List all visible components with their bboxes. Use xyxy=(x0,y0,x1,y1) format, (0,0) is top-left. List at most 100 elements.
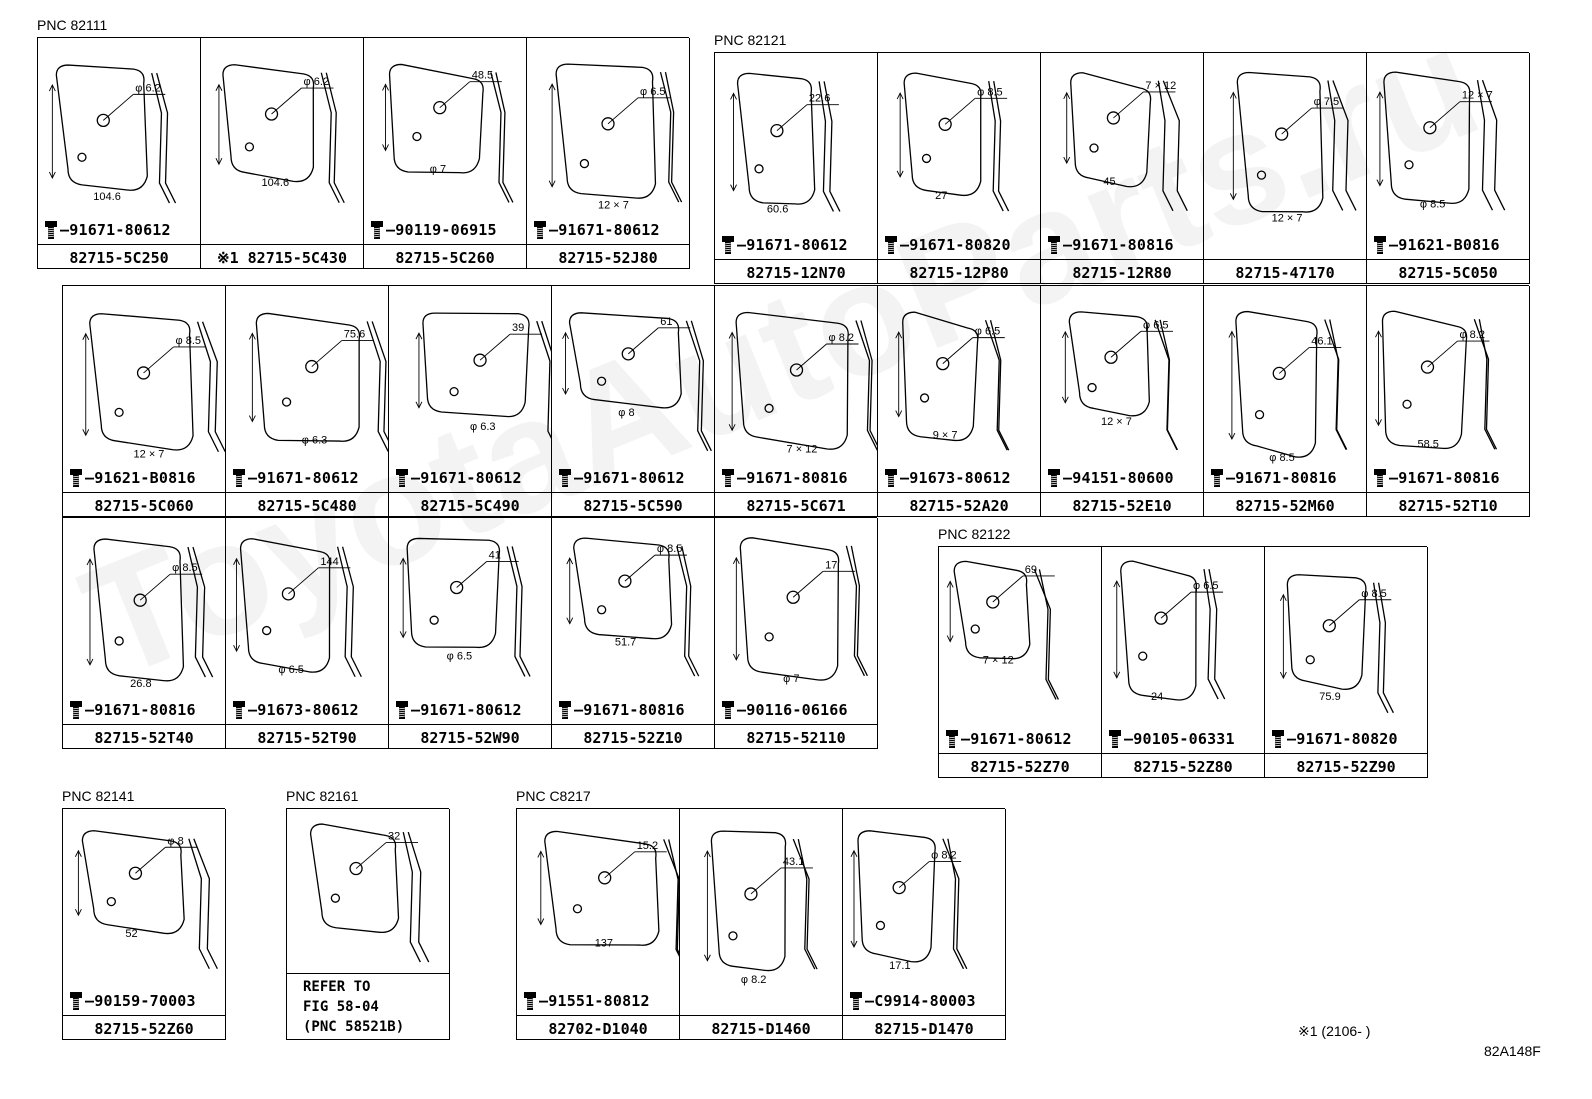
bolt-callout: —91671-80612 xyxy=(395,700,522,720)
bolt-part-number: 91671-80612 xyxy=(970,730,1072,748)
dimension-label: 27 xyxy=(935,190,947,202)
bolt-part-number: C9914-80003 xyxy=(874,992,976,1010)
bracket-outline xyxy=(1235,310,1318,458)
part-number[interactable]: 82715-52110 xyxy=(715,724,877,750)
bracket-outline xyxy=(239,538,331,673)
bolt-callout: —90119-06915 xyxy=(370,220,497,240)
part-number[interactable]: 82715-52Z60 xyxy=(63,1015,225,1041)
bolt-callout: —91671-80816 xyxy=(558,700,685,720)
part-number[interactable]: 82715-12R80 xyxy=(1041,259,1203,285)
dimension-label: 22.6 xyxy=(809,93,830,105)
part-number[interactable]: 82715-52W90 xyxy=(389,724,551,750)
part-number[interactable]: 82715-5C060 xyxy=(63,492,225,518)
part-number[interactable]: 82715-52M60 xyxy=(1204,492,1366,518)
dimension-label: 12 × 7 xyxy=(1462,90,1493,102)
part-number[interactable]: 82715-5C671 xyxy=(715,492,877,518)
part-number[interactable]: 82715-12P80 xyxy=(878,259,1040,285)
bolt-callout: —90105-06331 xyxy=(1108,729,1235,749)
part-number[interactable]: 82715-D1470 xyxy=(843,1015,1005,1041)
part-sketch: 43.1φ 8.2 xyxy=(703,830,818,986)
bolt-icon xyxy=(45,221,57,239)
part-number[interactable]: 82715-5C490 xyxy=(389,492,551,518)
part-number[interactable]: 82715-47170 xyxy=(1204,259,1366,285)
part-number[interactable]: 82715-52Z90 xyxy=(1265,753,1427,779)
dimension-label: 69 xyxy=(1025,564,1037,576)
bolt-part-number: 91671-80820 xyxy=(1296,730,1398,748)
dimension-label: 7 × 12 xyxy=(787,443,818,455)
part-number[interactable]: 82715-12N70 xyxy=(715,259,877,285)
leader-dash: — xyxy=(737,469,747,487)
part-number[interactable]: 82715-5C250 xyxy=(38,244,200,270)
part-number[interactable]: 82715-52Z80 xyxy=(1102,753,1264,779)
part-number[interactable]: 82715-52T40 xyxy=(63,724,225,750)
leader-dash: — xyxy=(85,992,95,1010)
pnc-label: PNC 82111 xyxy=(37,17,108,33)
bracket-outline xyxy=(903,72,982,197)
part-number[interactable]: 82715-52Z70 xyxy=(939,753,1101,779)
part-number[interactable]: 82715-D1460 xyxy=(680,1015,842,1041)
dimension-label: 144 xyxy=(320,556,338,568)
part-number[interactable]: 82715-5C050 xyxy=(1367,259,1529,285)
part-number[interactable]: 82715-5C590 xyxy=(552,492,714,518)
dimension-label: 41 xyxy=(489,549,501,561)
leader-dash: — xyxy=(737,236,747,254)
bracket-outline xyxy=(222,64,315,183)
bolt-part-number: 91671-80816 xyxy=(94,701,196,719)
part-number[interactable]: 82715-52Z10 xyxy=(552,724,714,750)
dimension-label: 75.9 xyxy=(1319,691,1340,703)
part-number[interactable]: 82715-5C260 xyxy=(364,244,526,270)
part-number[interactable]: 82715-52J80 xyxy=(527,244,689,270)
dimension-label: φ 7.5 xyxy=(1314,96,1339,108)
part-number[interactable]: 82715-52E10 xyxy=(1041,492,1203,518)
part-number[interactable]: 82715-52T10 xyxy=(1367,492,1529,518)
part-number[interactable]: 82715-52A20 xyxy=(878,492,1040,518)
part-sketch: 17φ 7 xyxy=(732,537,868,685)
leader-dash: — xyxy=(248,469,258,487)
bolt-callout: —91671-80612 xyxy=(395,468,522,488)
part-cell[interactable]: REFER TO FIG 58-04 (PNC 58521B)32 xyxy=(287,809,450,1040)
leader-dash: — xyxy=(1389,236,1399,254)
bolt-icon xyxy=(722,469,734,487)
part-number[interactable]: 82715-5C480 xyxy=(226,492,388,518)
footnote: ※1 (2106- ) xyxy=(1298,1023,1371,1039)
part-number[interactable]: 82702-D1040 xyxy=(517,1015,679,1041)
bolt-icon xyxy=(722,701,734,719)
part-sketch: φ 8.527 xyxy=(896,72,1010,212)
part-sketch: φ 8.512 × 7 xyxy=(82,313,226,460)
dimension-label: φ 6.5 xyxy=(278,664,303,676)
part-number[interactable]: ※1 82715-5C430 xyxy=(201,244,363,270)
part-number[interactable]: 82715-52T90 xyxy=(226,724,388,750)
